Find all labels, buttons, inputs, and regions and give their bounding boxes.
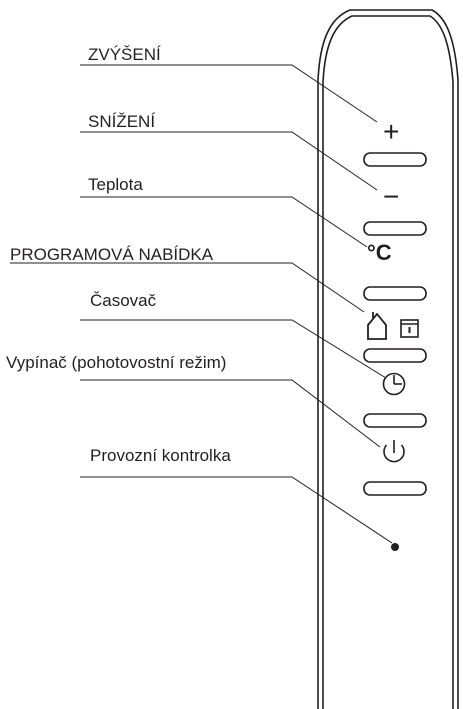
minus-icon: − [383,181,400,212]
button-divider-6 [363,481,427,496]
power-standby-icon [383,440,405,463]
celsius-icon: °C [367,240,392,265]
button-divider-3 [363,286,427,301]
leader-line-temperature [80,196,368,248]
button-divider-2 [363,221,427,236]
button-divider-1 [363,152,427,167]
device-inner-outline [322,15,454,709]
label-temperature: Teplota [88,175,143,194]
leader-line-program-menu [10,262,365,313]
label-decrease: SNÍŽENÍ [88,112,156,131]
leader-line-power-switch [80,379,381,448]
device-outer-outline [317,9,459,709]
leader-line-timer [80,319,387,379]
leader-line-decrease [80,131,378,191]
operation-indicator-light [391,543,399,551]
label-power-switch: Vypínač (pohotovostní režim) [6,353,227,372]
timer-panel-icon [400,319,419,338]
label-timer: Časovač [90,291,157,310]
label-program-menu: PROGRAMOVÁ NABÍDKA [10,245,214,264]
button-divider-5 [363,413,427,428]
leader-line-increase [80,64,378,123]
house-icon [367,312,387,340]
button-divider-4 [363,348,427,363]
leader-line-operation-light [80,476,393,544]
label-increase: ZVÝŠENÍ [88,45,161,64]
label-operation-light: Provozní kontrolka [90,446,231,465]
clock-icon [382,372,406,396]
plus-icon: + [383,116,400,147]
